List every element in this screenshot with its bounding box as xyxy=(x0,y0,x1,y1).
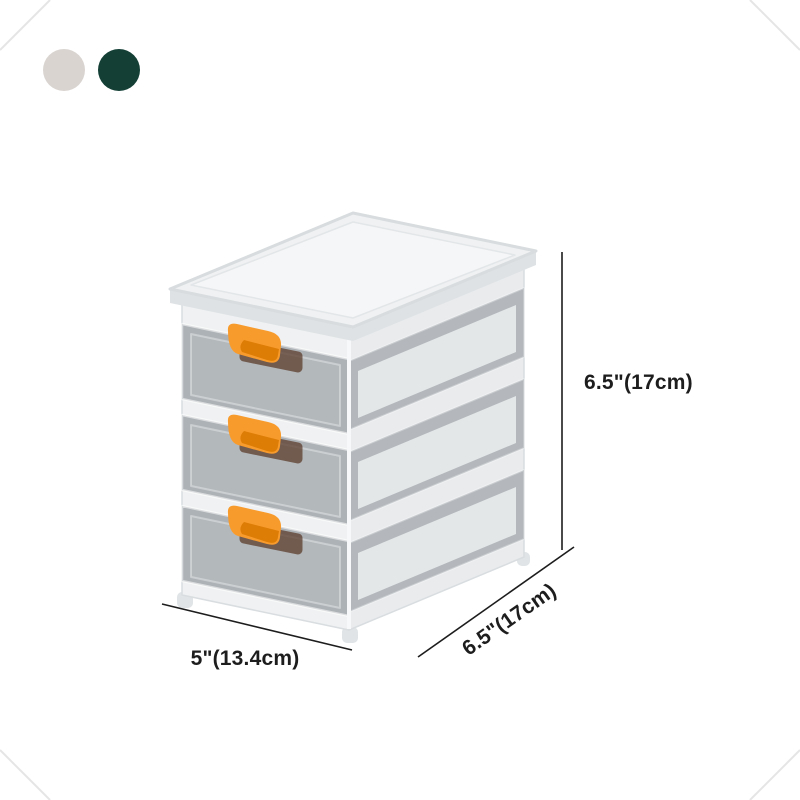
lid-rim xyxy=(170,251,536,341)
dimension-annotations xyxy=(161,252,575,658)
drawer-side-inner-box xyxy=(358,305,516,418)
lid-inner-panel xyxy=(190,221,516,319)
corner-mark-bottom-left xyxy=(0,749,51,800)
drawer-handle xyxy=(227,323,303,373)
width-dimension-label: 5"(13.4cm) xyxy=(191,647,300,670)
color-swatch-group xyxy=(43,49,140,91)
color-swatch-green[interactable] xyxy=(98,49,140,91)
drawer-1 xyxy=(180,287,525,436)
height-dimension-label: 6.5"(17cm) xyxy=(584,371,693,394)
corner-mark-top-left xyxy=(0,0,51,51)
handle-strap-lip xyxy=(240,340,279,361)
color-swatch-gray[interactable] xyxy=(43,49,85,91)
corner-mark-bottom-right xyxy=(749,749,800,800)
drawer-tier xyxy=(180,287,525,436)
depth-dimension-label: 6.5"(17cm) xyxy=(458,579,560,660)
product-illustration xyxy=(168,211,538,643)
width-dimension-line xyxy=(161,603,353,651)
product-feet xyxy=(177,552,530,643)
corner-mark-top-right xyxy=(749,0,800,51)
depth-dimension-line xyxy=(417,546,575,658)
